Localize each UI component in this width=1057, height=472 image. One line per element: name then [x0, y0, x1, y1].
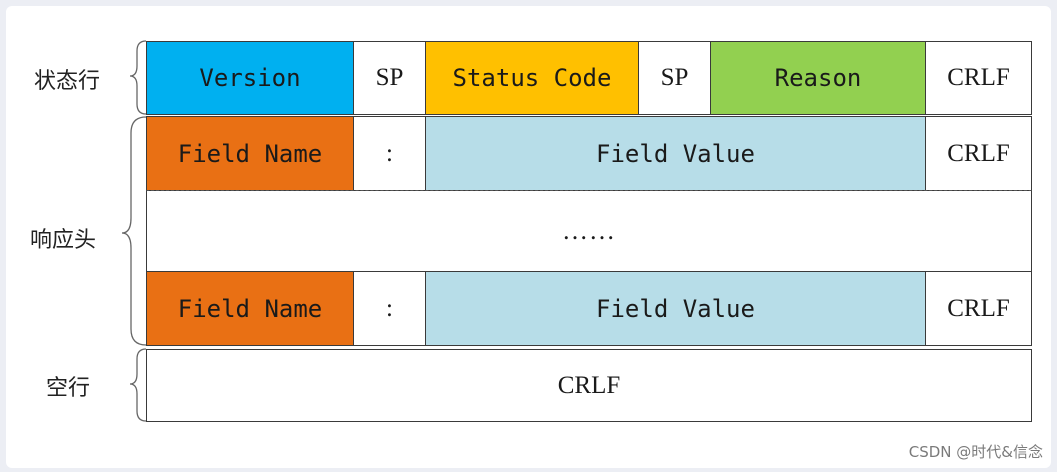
crlf-cell-header: CRLF — [925, 271, 1032, 346]
reason-cell: Reason — [710, 41, 926, 115]
version-cell: Version — [146, 41, 354, 115]
field-value-cell: Field Value — [425, 271, 926, 346]
watermark-text: CSDN @时代&信念 — [908, 443, 1043, 461]
status-line-label: 状态行 — [34, 69, 101, 94]
crlf-cell-status: CRLF — [925, 41, 1032, 115]
crlf-cell-blank-line: CRLF — [146, 349, 1032, 422]
colon-cell: : — [353, 116, 426, 191]
response-header-label: 响应头 — [30, 228, 97, 253]
ellipsis-row: …… — [146, 190, 1032, 272]
crlf-cell-header: CRLF — [925, 116, 1032, 191]
blank-line-label: 空行 — [46, 376, 91, 401]
status-code-cell: Status Code — [425, 41, 639, 115]
field-name-cell: Field Name — [146, 116, 354, 191]
colon-cell: : — [353, 271, 426, 346]
response-header-brace — [121, 116, 147, 346]
sp-cell-2: SP — [638, 41, 711, 115]
sp-cell-1: SP — [353, 41, 426, 115]
field-name-cell: Field Name — [146, 271, 354, 346]
field-value-cell: Field Value — [425, 116, 926, 191]
blank-line-brace — [129, 348, 147, 422]
status-line-brace — [129, 40, 147, 115]
